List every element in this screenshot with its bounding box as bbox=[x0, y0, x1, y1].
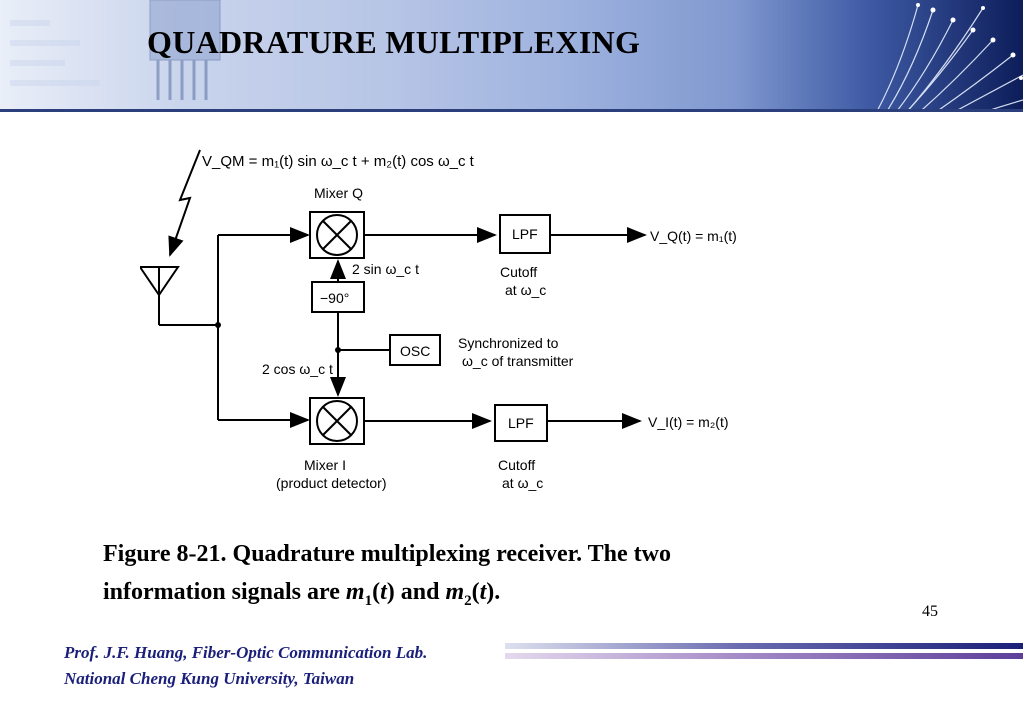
output-q-label: V_Q(t) = m₁(t) bbox=[650, 228, 737, 244]
m2-argument: t bbox=[479, 579, 487, 605]
caption-and: and bbox=[394, 579, 446, 605]
m2-paren-open: ( bbox=[471, 579, 480, 605]
m1-paren-open: ( bbox=[372, 579, 381, 605]
m1-subscript: 1 bbox=[364, 592, 373, 609]
oscillator-block bbox=[389, 334, 441, 366]
sync-note-line2: ω_c of transmitter bbox=[462, 353, 574, 369]
caption-prefix: information signals are bbox=[103, 579, 346, 605]
m2-subscript: 2 bbox=[464, 592, 472, 609]
m1-paren-close: ) bbox=[386, 579, 395, 605]
cos-input-label: 2 cos ω_c t bbox=[262, 361, 333, 377]
product-detector-label: (product detector) bbox=[276, 475, 387, 491]
slide-title: QUADRATURE MULTIPLEXING bbox=[147, 24, 641, 60]
figure-caption: Figure 8-21. Quadrature multiplexing rec… bbox=[103, 535, 883, 620]
sin-input-label: 2 sin ω_c t bbox=[352, 261, 419, 277]
sync-note-line1: Synchronized to bbox=[458, 335, 559, 351]
received-signal-equation: V_QM = m₁(t) sin ω_c t + m₂(t) cos ω_c t bbox=[202, 153, 475, 170]
footer-line-2: National Cheng Kung University, Taiwan bbox=[64, 669, 355, 688]
cutoff-bottom-line1: Cutoff bbox=[498, 457, 535, 473]
caption-line-2: information signals are m1(t) and m2(t). bbox=[103, 573, 883, 620]
cutoff-top-line2: at ω_c bbox=[505, 282, 546, 298]
page-number: 45 bbox=[922, 603, 938, 620]
footer-credits: Prof. J.F. Huang, Fiber-Optic Communicat… bbox=[64, 640, 427, 692]
lpf-top-label: LPF bbox=[512, 226, 538, 242]
quadrature-receiver-diagram: V_QM = m₁(t) sin ω_c t + m₂(t) cos ω_c t… bbox=[140, 149, 737, 491]
cutoff-top-line1: Cutoff bbox=[500, 264, 537, 280]
oscillator-label: OSC bbox=[400, 343, 430, 359]
mixer-q-block bbox=[309, 211, 365, 259]
footer-bar-top bbox=[505, 643, 1023, 649]
mixer-i-label: Mixer I bbox=[304, 457, 346, 473]
caption-line-1: Figure 8-21. Quadrature multiplexing rec… bbox=[103, 541, 671, 567]
antenna-icon bbox=[140, 266, 218, 326]
circuit-chip-art bbox=[10, 0, 221, 100]
footer-decoration bbox=[505, 643, 1023, 669]
optical-fiber-art bbox=[875, 3, 1023, 112]
m1-argument: t bbox=[380, 579, 387, 605]
header-banner: QUADRATURE MULTIPLEXING bbox=[0, 0, 1023, 112]
footer-line-1: Prof. J.F. Huang, Fiber-Optic Communicat… bbox=[64, 643, 428, 662]
lightning-icon bbox=[168, 149, 201, 257]
mixer-i-block bbox=[309, 397, 365, 445]
footer-bar-bottom bbox=[505, 653, 1023, 659]
m1-variable: m bbox=[345, 579, 365, 605]
mixer-q-label: Mixer Q bbox=[314, 185, 363, 201]
output-i-label: V_I(t) = m₂(t) bbox=[648, 414, 729, 430]
m2-variable: m bbox=[445, 579, 465, 605]
m2-paren-close: ). bbox=[486, 579, 501, 605]
cutoff-bottom-line2: at ω_c bbox=[502, 475, 543, 491]
lpf-bottom-label: LPF bbox=[508, 415, 534, 431]
lpf-bottom-block bbox=[494, 404, 548, 442]
phase-shifter-label: −90° bbox=[320, 290, 349, 306]
